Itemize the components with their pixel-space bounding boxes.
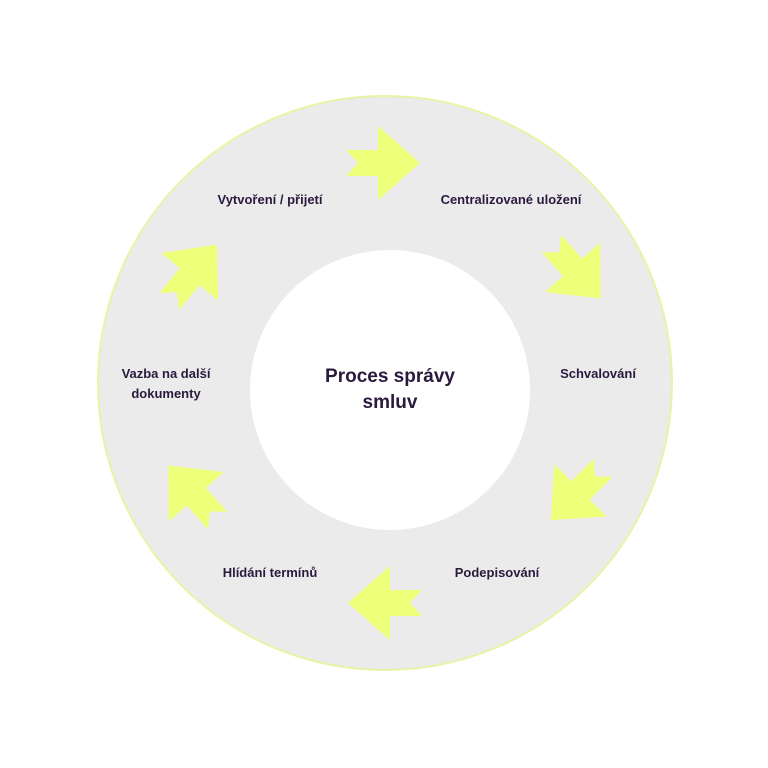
step-label-text: Schvalování	[560, 366, 636, 381]
step-label-storage: Centralizované uložení	[441, 190, 582, 210]
step-label-text: Podepisování	[454, 565, 540, 580]
arrow-left-icon	[348, 566, 422, 640]
step-label-approval: Schvalování	[560, 364, 636, 384]
step-label-create: Vytvoření / přijetí	[218, 190, 323, 210]
step-label-signing: Podepisování	[455, 563, 540, 583]
arrows-layer	[159, 126, 613, 640]
step-label-text: Centralizované uložení	[440, 192, 582, 207]
arrow-down-left-icon	[550, 458, 613, 521]
arrow-up-right-icon	[159, 244, 219, 310]
title-line-1: Proces správy	[325, 366, 455, 387]
arrow-right-icon	[346, 126, 420, 200]
arrow-up-left-icon	[168, 465, 228, 530]
step-label-related-docs: Vazba na další dokumenty	[106, 364, 226, 404]
center-circle	[250, 250, 530, 530]
title-line-2: smluv	[362, 392, 418, 413]
arrow-down-right-icon	[541, 234, 601, 299]
step-label-text: Vytvoření / přijetí	[217, 192, 323, 207]
step-label-deadlines: Hlídání termínů	[223, 563, 318, 583]
step-label-text: Vazba na další dokumenty	[121, 366, 211, 401]
diagram-title: Proces správy smluv	[280, 364, 500, 416]
step-label-text: Hlídání termínů	[222, 565, 318, 580]
